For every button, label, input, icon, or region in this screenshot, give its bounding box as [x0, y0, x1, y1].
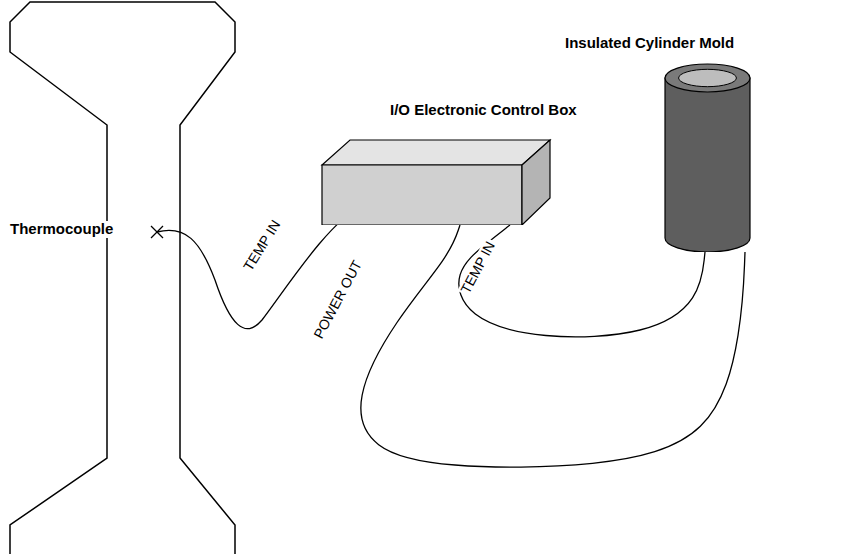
tensile-specimen — [10, 2, 235, 554]
wire-label: TEMP IN — [239, 216, 284, 275]
control-box: I/O Electronic Control Box — [315, 95, 590, 225]
node-heading: Insulated Cylinder Mold — [565, 34, 734, 51]
wire-label: POWER OUT — [310, 256, 366, 343]
node-heading: I/O Electronic Control Box — [390, 101, 577, 118]
cylinder-outline — [555, 30, 780, 252]
cylinder-mold: Insulated Cylinder Mold — [555, 30, 780, 252]
thermocouple-label: Thermocouple — [8, 221, 115, 238]
signal-wire — [361, 225, 745, 467]
